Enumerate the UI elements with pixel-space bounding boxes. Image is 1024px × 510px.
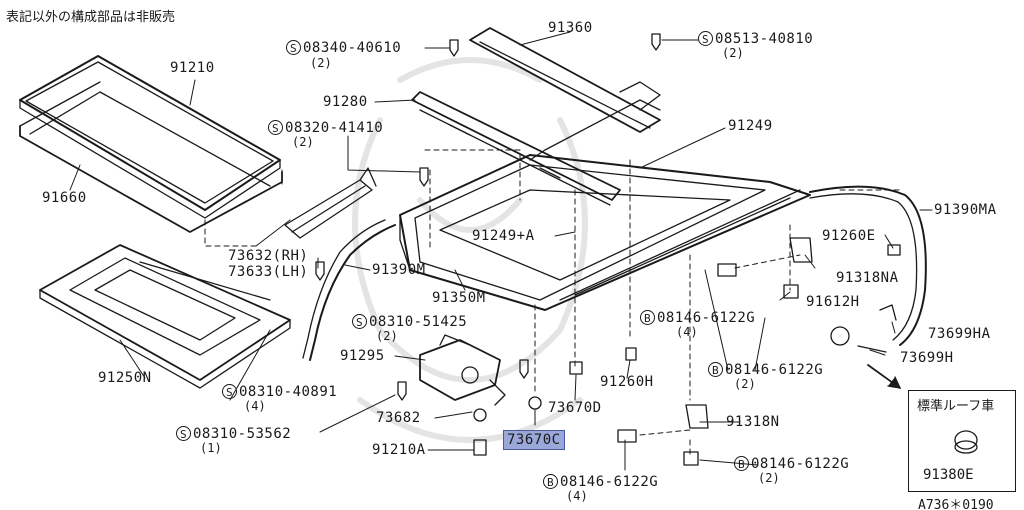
fastener-part: 08146-6122G [657,310,756,326]
label-91260H: 91260H [600,374,654,390]
label-91210: 91210 [170,60,215,76]
label-91249: 91249 [728,118,773,134]
main-frame-91350M [399,99,811,311]
fastener-part: 08310-53562 [193,426,292,442]
label-73682: 73682 [376,410,421,426]
prefix-circle: S [268,120,283,135]
label-91280: 91280 [323,94,368,110]
prefix-circle: S [698,31,713,46]
deflector-73632 [284,167,377,239]
fastener-part: 08310-40891 [239,384,338,400]
leader-lines [69,31,933,471]
label-91360: 91360 [548,20,593,36]
frame-91250N [39,244,291,389]
fastener-part: 08310-51425 [369,314,468,330]
drain-hose-91390MA [809,185,927,346]
watermark-logo [352,57,588,443]
fastener-qty-5: (2) [734,377,756,391]
label-91350M: 91350M [432,290,486,306]
label-91260E: 91260E [822,228,876,244]
prefix-circle: S [286,40,301,55]
motor-91295 [419,334,506,406]
fastener-part: 08320-41410 [285,120,384,136]
label-91390MA: 91390MA [934,202,997,218]
fastener-part: 08146-6122G [725,362,824,378]
label-73699HA: 73699HA [928,326,991,342]
label-73670C-highlighted[interactable]: 73670C [503,430,565,450]
fastener-part: 08340-40610 [303,40,402,56]
label-91660: 91660 [42,190,87,206]
label-91318N: 91318N [726,414,780,430]
inset-part-glyph [954,430,978,454]
prefix-circle: B [543,474,558,489]
label-91210A: 91210A [372,442,426,458]
label-91295: 91295 [340,348,385,364]
label-73633: 73633(LH) [228,264,309,280]
label-73632: 73632(RH) [228,248,309,264]
prefix-circle: B [708,362,723,377]
sunshade-91660 [19,81,283,233]
fastener-qty-0: (2) [310,56,332,70]
label-91318NA: 91318NA [836,270,899,286]
fastener-qty-1: (2) [722,46,744,60]
label-73699H: 73699H [900,350,954,366]
fastener-qty-3: (2) [376,329,398,343]
inset-arrow [867,364,901,389]
dashed-leader-lines [204,149,901,456]
label-91250N: 91250N [98,370,152,386]
inset-part-label: 91380E [923,467,974,483]
prefix-circle: B [640,310,655,325]
fastener-glyphs [315,33,901,466]
glass-panel-91210 [19,55,281,219]
prefix-circle: S [222,384,237,399]
note-text: 表記以外の構成部品は非販売 [6,10,176,25]
prefix-circle: B [734,456,749,471]
fastener-qty-6: (4) [244,399,266,413]
fastener-part: 08146-6122G [751,456,850,472]
drain-hose-91390M [302,219,396,361]
label-73670D: 73670D [548,400,602,416]
prefix-circle: S [352,314,367,329]
inset-title: 標準ルーフ車 [917,399,995,414]
fastener-qty-8: (2) [758,471,780,485]
label-91612H: 91612H [806,294,860,310]
fastener-part: 08513-40810 [715,31,814,47]
figure-code: A736＊0190 [918,498,994,510]
fastener-qty-4: (4) [676,325,698,339]
fastener-part: 08146-6122G [560,474,659,490]
fastener-qty-7: (1) [200,441,222,455]
front-rail-91280 [411,91,621,206]
inset-standard-roof: 標準ルーフ車 91380E [908,390,1016,492]
label-91249A: 91249+A [472,228,535,244]
rear-rail-91360 [469,27,661,133]
fastener-qty-9: (4) [566,489,588,503]
prefix-circle: S [176,426,191,441]
label-91390M: 91390M [372,262,426,278]
fastener-qty-2: (2) [292,135,314,149]
